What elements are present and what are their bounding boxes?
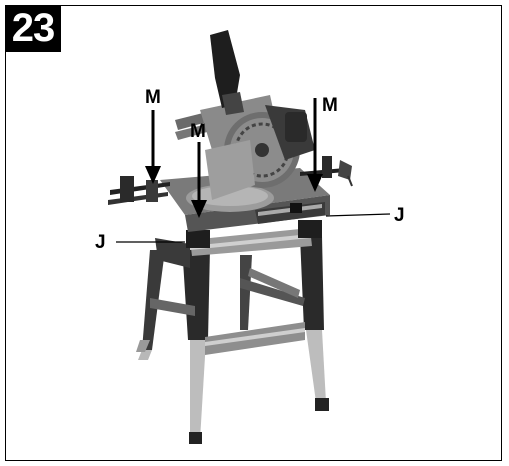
stand-cross-rails: [150, 220, 322, 355]
callout-leaders: [116, 98, 391, 243]
m-center-arrow-head: [191, 200, 207, 218]
callout-m-right: M: [322, 95, 338, 116]
callout-m-left: M: [145, 87, 161, 108]
callout-m-center: M: [190, 121, 206, 142]
figure-number-badge: 23: [5, 5, 61, 52]
callout-j-left: J: [95, 232, 106, 253]
saw-head: [175, 30, 315, 200]
m-right-arrow-head: [307, 174, 323, 192]
figure-frame: [5, 5, 502, 461]
stand-legs: [136, 236, 329, 444]
m-left-arrow-head: [145, 166, 161, 184]
callout-j-right: J: [394, 205, 405, 226]
j-right-leader: [325, 213, 391, 217]
